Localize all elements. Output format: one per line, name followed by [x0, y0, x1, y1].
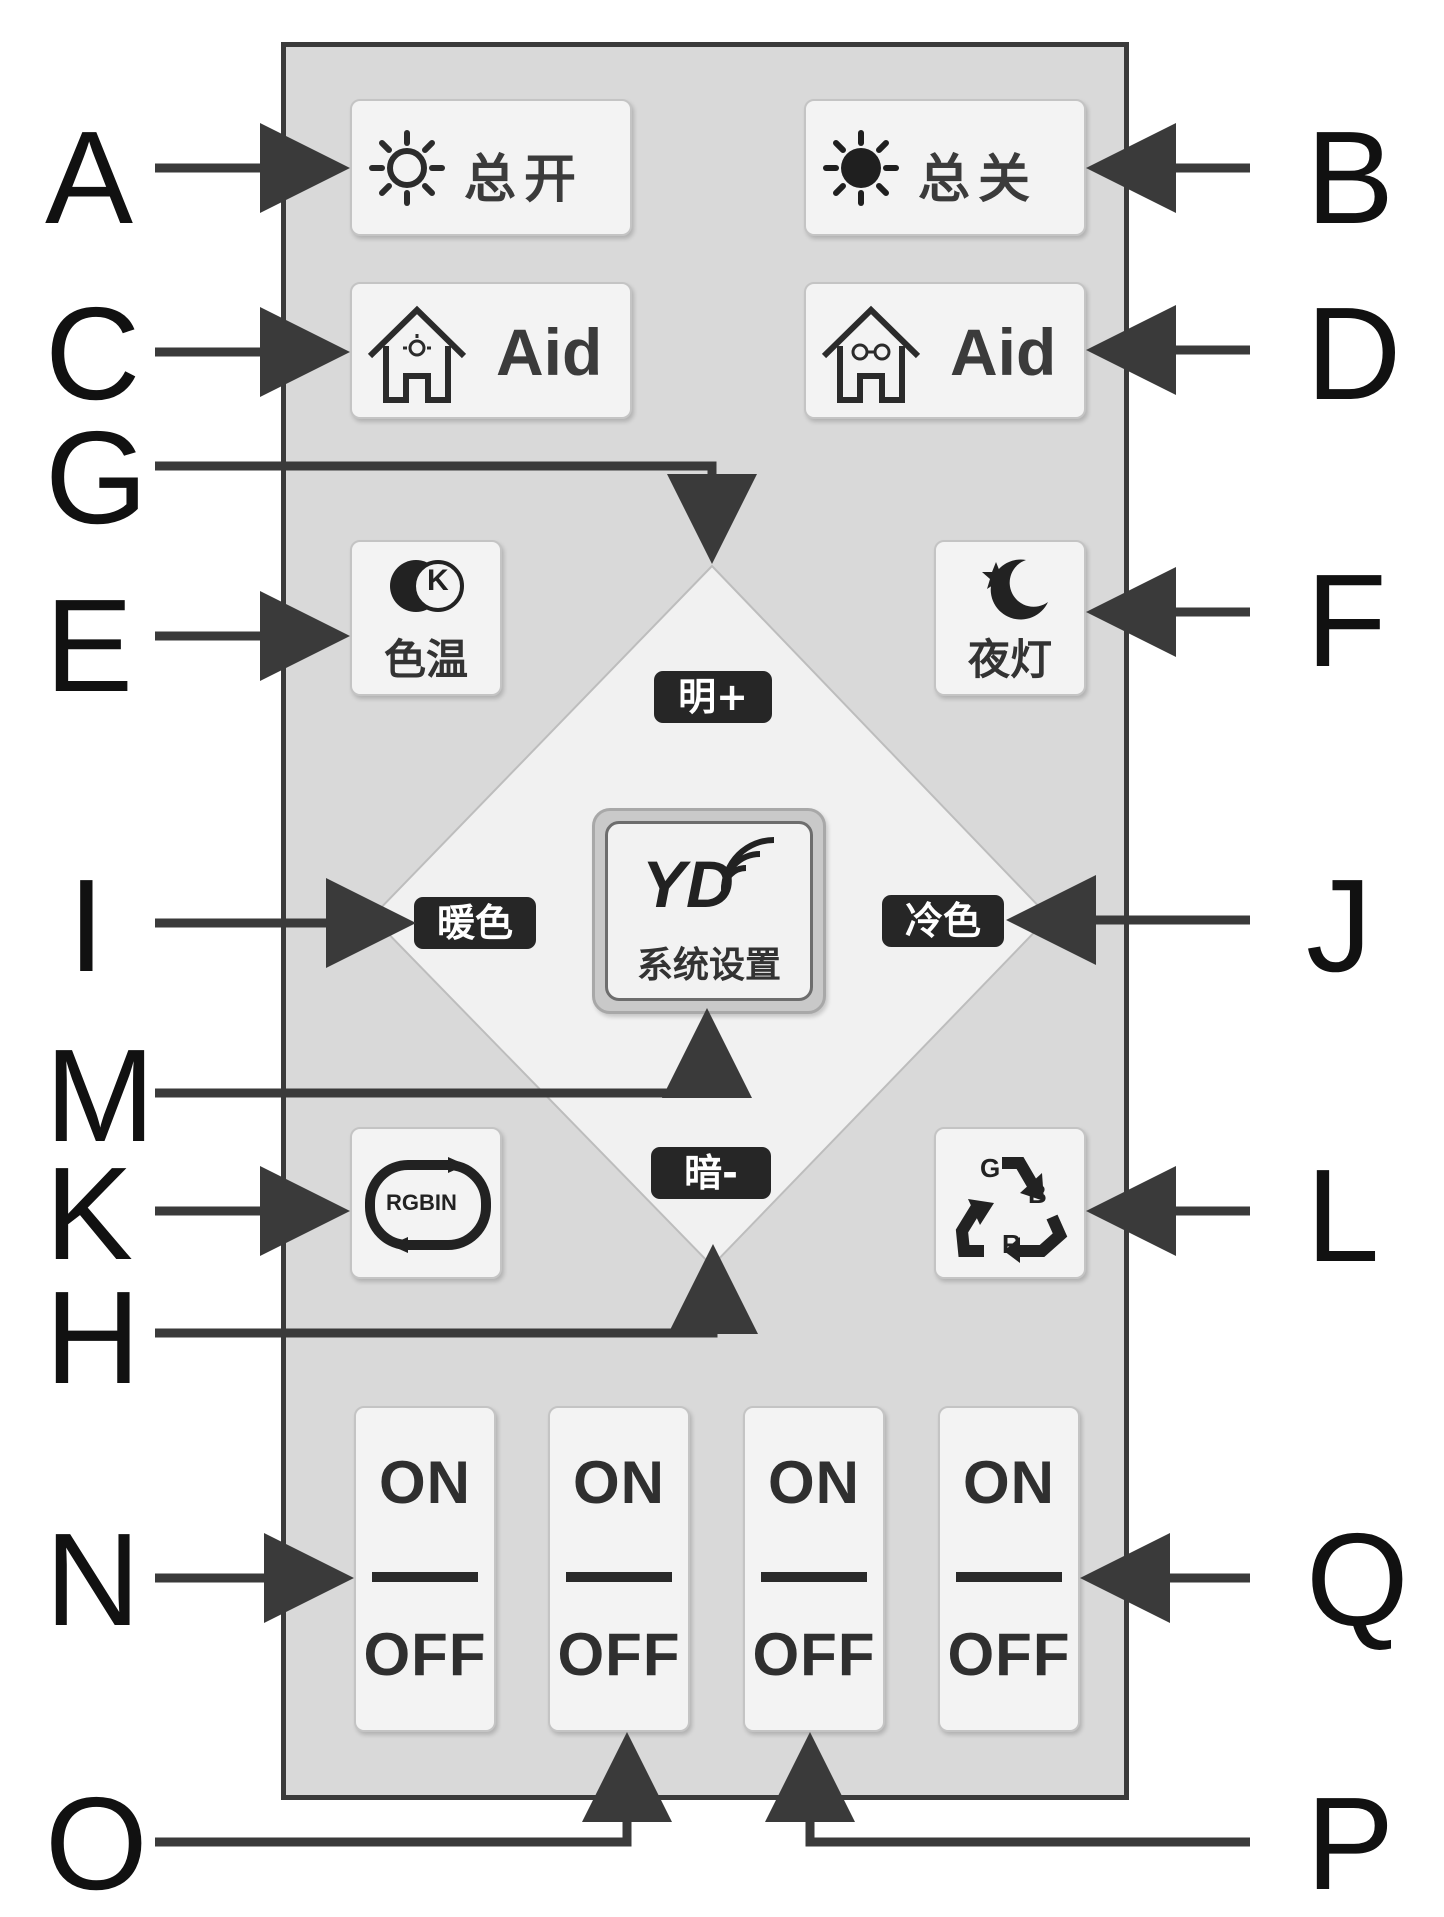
system-logo: YD	[642, 847, 734, 921]
switch-1-off[interactable]: OFF	[363, 1621, 487, 1688]
callout-n: N	[45, 1506, 141, 1653]
rgb-cycle-b: B	[1028, 1179, 1047, 1209]
callout-f: F	[1306, 547, 1387, 694]
recycle-arrows-icon	[955, 1157, 1068, 1263]
callout-b: B	[1306, 104, 1395, 251]
color-temp-button[interactable]: K 色温	[350, 540, 502, 696]
all-on-label: 总开	[464, 150, 585, 210]
switch-3-on[interactable]: ON	[768, 1449, 860, 1516]
dimmer-button[interactable]: 暗-	[651, 1147, 771, 1199]
rgb-mode-label: RGBIN	[386, 1190, 457, 1215]
sun-filled-icon	[823, 130, 899, 206]
aid-right-label: Aid	[950, 315, 1057, 389]
switch-4-divider	[956, 1572, 1062, 1582]
switch-4[interactable]: ON OFF	[938, 1406, 1080, 1732]
aid-left-button[interactable]: Aid	[350, 282, 632, 419]
switch-4-off[interactable]: OFF	[947, 1621, 1071, 1688]
callout-k: K	[45, 1140, 134, 1287]
house-glasses-icon	[821, 305, 921, 403]
callout-m: M	[45, 1022, 155, 1169]
arrow-p	[765, 1732, 1250, 1847]
callout-c: C	[45, 280, 141, 427]
arrow-m	[155, 1008, 752, 1098]
system-label: 系统设置	[636, 945, 781, 986]
arrow-g	[155, 461, 757, 564]
switch-1[interactable]: ON OFF	[354, 1406, 496, 1732]
system-settings-button[interactable]: YD 系统设置	[592, 808, 826, 1014]
switch-4-on[interactable]: ON	[963, 1449, 1055, 1516]
callout-h: H	[45, 1264, 141, 1411]
switch-1-divider	[372, 1572, 478, 1582]
switch-3-off[interactable]: OFF	[752, 1621, 876, 1688]
cycle-arrows-icon	[365, 1157, 491, 1253]
brighter-button[interactable]: 明+	[654, 671, 772, 723]
callout-i: I	[68, 852, 105, 999]
callout-p: P	[1306, 1770, 1395, 1917]
rgb-cycle-r: R	[1002, 1229, 1021, 1259]
warm-button[interactable]: 暖色	[414, 897, 536, 949]
moon-star-icon	[982, 559, 1048, 620]
rgb-mode-button[interactable]: RGBIN	[350, 1127, 502, 1279]
switch-1-on[interactable]: ON	[379, 1449, 471, 1516]
arrow-o	[155, 1732, 672, 1847]
callout-o: O	[45, 1770, 148, 1917]
signal-waves-icon	[721, 837, 775, 891]
system-settings-face: YD 系统设置	[605, 821, 813, 1001]
callout-j: J	[1306, 852, 1372, 999]
cool-button[interactable]: 冷色	[882, 895, 1004, 947]
color-temp-label: 色温	[383, 635, 468, 684]
night-light-label: 夜灯	[967, 635, 1052, 684]
callout-a: A	[45, 104, 134, 251]
aid-left-label: Aid	[496, 315, 603, 389]
rgb-cycle-g: G	[980, 1153, 1001, 1183]
switch-2-divider	[566, 1572, 672, 1582]
all-off-label: 总关	[918, 150, 1039, 210]
callout-l: L	[1306, 1142, 1380, 1289]
house-sun-icon	[367, 305, 467, 403]
callout-q: Q	[1306, 1506, 1409, 1653]
all-off-button[interactable]: 总关	[804, 99, 1086, 236]
callout-g: G	[45, 404, 148, 551]
rgb-cycle-button[interactable]: G B R	[934, 1127, 1086, 1279]
aid-right-button[interactable]: Aid	[804, 282, 1086, 419]
switch-2[interactable]: ON OFF	[548, 1406, 690, 1732]
switch-2-off[interactable]: OFF	[557, 1621, 681, 1688]
switch-3[interactable]: ON OFF	[743, 1406, 885, 1732]
switch-2-on[interactable]: ON	[573, 1449, 665, 1516]
night-light-button[interactable]: 夜灯	[934, 540, 1086, 696]
arrow-h	[155, 1244, 758, 1338]
switch-3-divider	[761, 1572, 867, 1582]
callout-e: E	[45, 572, 134, 719]
moon-k-icon	[390, 560, 464, 612]
callout-d: D	[1306, 280, 1402, 427]
color-temp-badge: K	[427, 564, 449, 597]
sun-outline-icon	[369, 130, 445, 206]
all-on-button[interactable]: 总开	[350, 99, 632, 236]
